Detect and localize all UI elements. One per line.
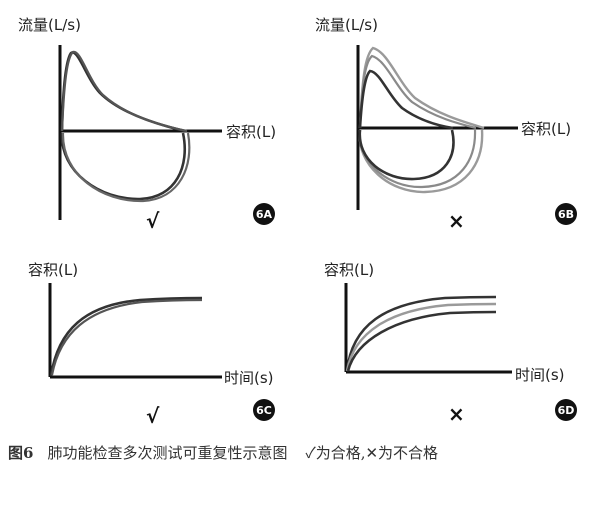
panel-6d-badge — [555, 399, 577, 421]
panel-6b-ylabel: 流量(L/s) — [315, 16, 378, 34]
panel-6a-expiratory-curve-1 — [60, 51, 186, 133]
panel-6d-xlabel: 时间(s) — [515, 366, 565, 384]
figure-6: 流量(L/s) 容积(L) √ 6A 流量(L/s) 容积(L) × 6B 容积… — [18, 16, 577, 428]
panel-6c-badge-label: 6C — [256, 404, 272, 417]
panel-6d-ylabel: 容积(L) — [324, 261, 374, 279]
figure-number: 图6 — [8, 444, 34, 462]
panel-6a-badge — [253, 203, 275, 225]
panel-6b-inspiratory-curve-outer — [358, 129, 484, 194]
panel-6c-xlabel: 时间(s) — [224, 369, 274, 387]
panel-6d-volume-curve-middle — [345, 302, 497, 372]
panel-6b: 流量(L/s) 容积(L) × 6B — [315, 16, 577, 233]
panel-6a: 流量(L/s) 容积(L) √ 6A — [18, 16, 276, 233]
panel-6d-volume-curve-top — [345, 295, 497, 372]
figure-caption: 图6 肺功能检查多次测试可重复性示意图 ✓为合格,✕为不合格 — [8, 438, 588, 468]
panel-6c-verdict: √ — [146, 404, 160, 428]
panel-6a-inspiratory-curve-1 — [60, 132, 187, 201]
panel-6a-xlabel: 容积(L) — [226, 123, 276, 141]
panel-6d: 容积(L) 时间(s) × 6D — [324, 261, 577, 426]
panel-6b-badge — [555, 203, 577, 225]
figure-title: 肺功能检查多次测试可重复性示意图 — [47, 444, 288, 462]
panel-6b-expiratory-curve-middle — [358, 54, 477, 130]
panel-6b-badge-label: 6B — [558, 208, 574, 221]
panel-6a-verdict: √ — [146, 209, 160, 233]
panel-6d-volume-curve-bottom — [346, 310, 497, 372]
panel-6c-badge — [253, 399, 275, 421]
panel-6d-badge-label: 6D — [558, 404, 575, 417]
panel-6c-ylabel: 容积(L) — [28, 261, 78, 279]
panel-6a-badge-label: 6A — [256, 208, 273, 221]
panel-6d-verdict: × — [448, 402, 465, 426]
panel-6a-inspiratory-curve-2 — [61, 132, 191, 203]
panel-6b-inspiratory-curve-inner — [358, 129, 455, 181]
panel-6b-expiratory-curve-inner — [358, 69, 454, 130]
panel-6a-expiratory-curve-2 — [60, 50, 188, 133]
figure-legend-note: ✓为合格,✕为不合格 — [305, 444, 439, 462]
panel-6b-xlabel: 容积(L) — [521, 120, 571, 138]
panel-6a-ylabel: 流量(L/s) — [18, 16, 81, 34]
panel-6c: 容积(L) 时间(s) √ 6C — [28, 261, 275, 428]
panel-6b-verdict: × — [448, 209, 465, 233]
panel-6c-volume-curve-2 — [50, 298, 203, 376]
panel-6c-volume-curve-1 — [49, 296, 203, 377]
